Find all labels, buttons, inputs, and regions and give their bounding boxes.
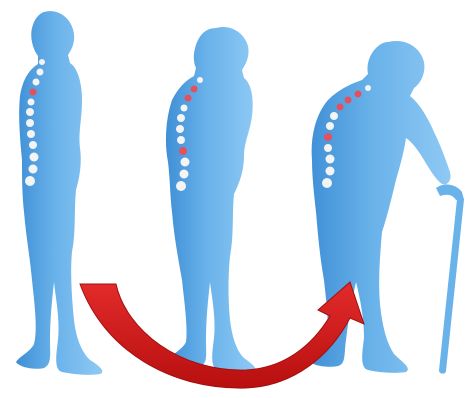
- cane: [439, 196, 465, 374]
- upright-figure: [16, 11, 102, 375]
- stooped-figure: [166, 27, 256, 373]
- upright-figure-silhouette: [16, 11, 102, 375]
- cane-handle: [436, 185, 464, 200]
- stooped-figure-silhouette: [166, 27, 256, 373]
